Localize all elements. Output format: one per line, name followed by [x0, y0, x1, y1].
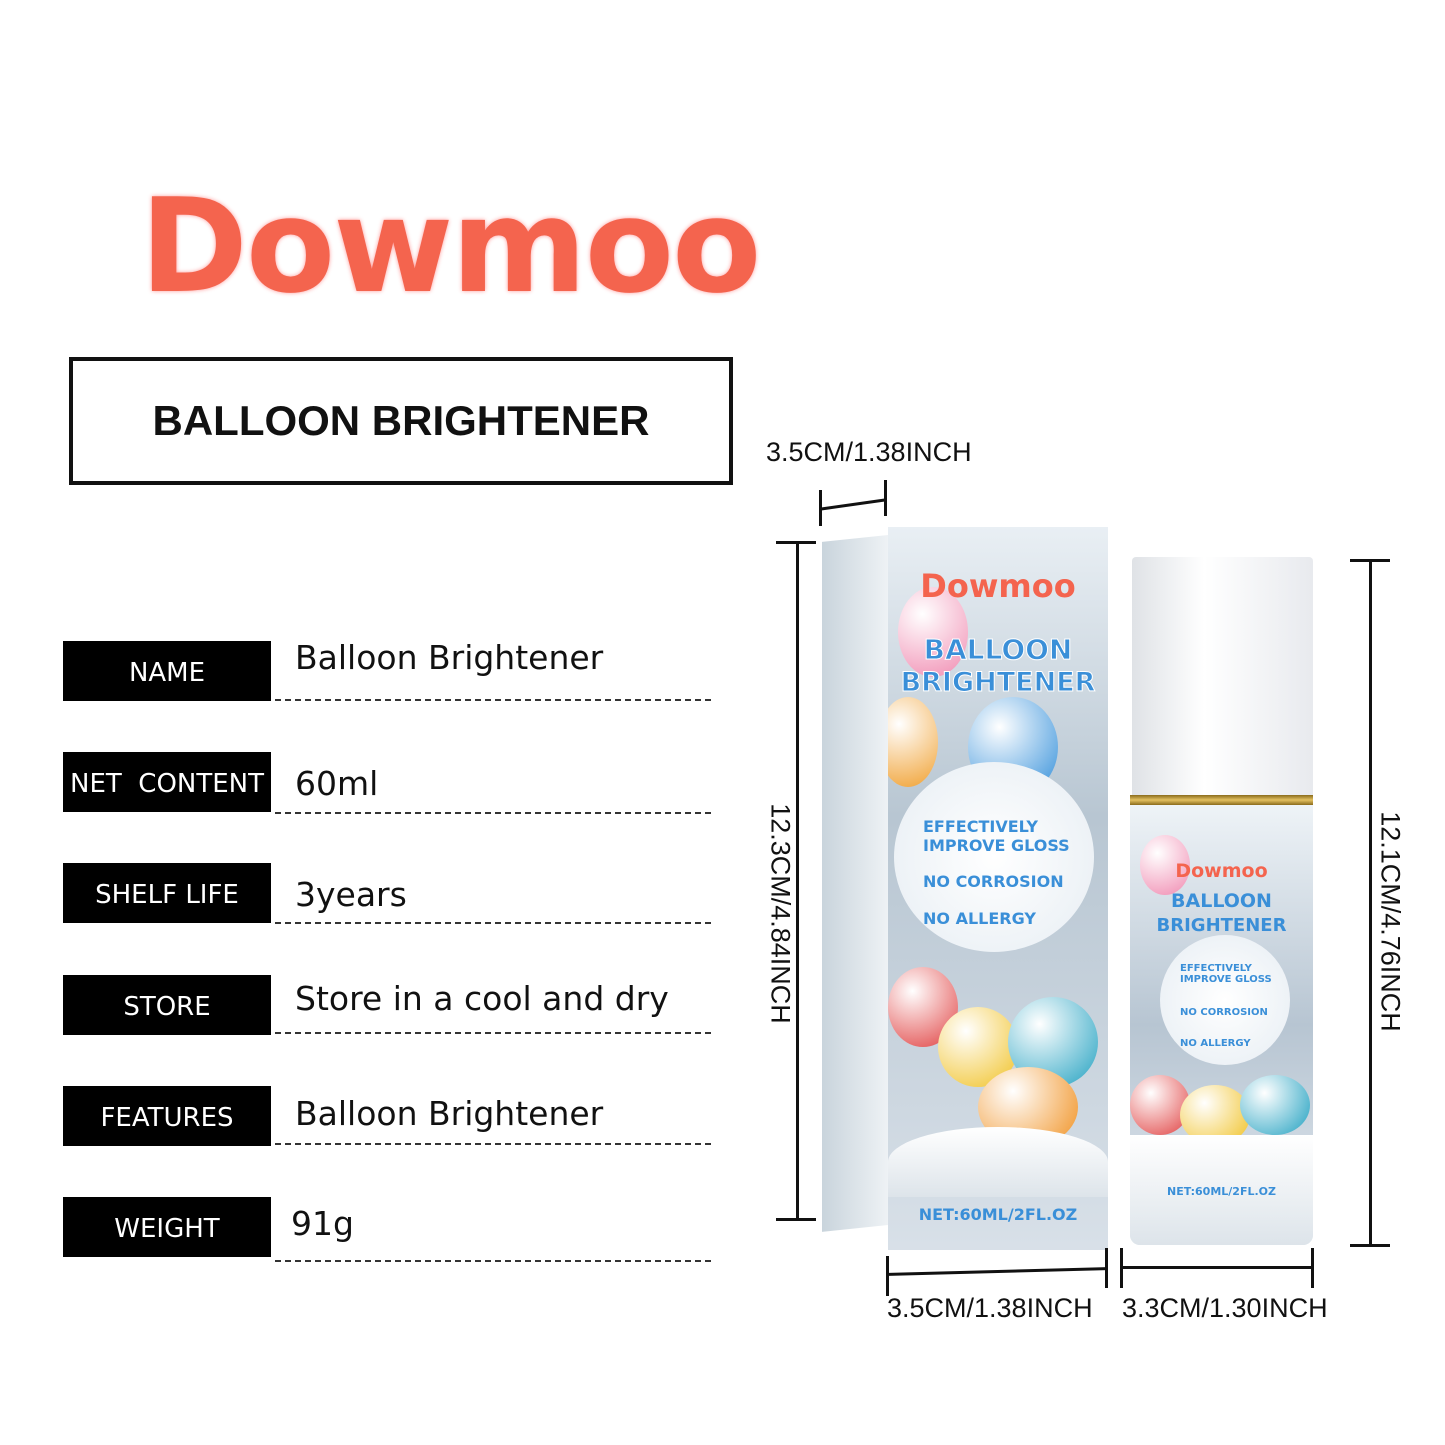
dimension-line	[887, 1267, 1108, 1276]
bottle-feature: NO ALLERGY	[1180, 1038, 1251, 1049]
dimension-tick	[1311, 1248, 1314, 1288]
divider	[275, 1032, 711, 1034]
bottle-brand: Dowmoo	[1175, 860, 1268, 882]
bottle-title-line2: BRIGHTENER	[1156, 915, 1287, 936]
spec-label-net-content: NET CONTENT	[63, 752, 271, 812]
spec-value-shelf-life: 3years	[295, 875, 407, 914]
dimension-tick	[819, 490, 822, 526]
dimension-line	[820, 498, 886, 511]
dimension-tick	[1120, 1248, 1123, 1288]
spec-value-net-content: 60ml	[295, 764, 379, 803]
package-brand: Dowmoo	[920, 567, 1076, 605]
bottle-ring	[1130, 795, 1313, 805]
dimension-line	[796, 542, 799, 1220]
dimension-line	[1122, 1266, 1313, 1269]
divider	[275, 699, 711, 701]
bottle-body: Dowmoo BALLOON BRIGHTENER EFFECTIVELY IM…	[1130, 805, 1313, 1245]
spec-value-name: Balloon Brightener	[295, 638, 604, 677]
spec-value-features: Balloon Brightener	[295, 1094, 604, 1133]
box-depth-label: 3.5CM/1.38INCH	[766, 437, 972, 467]
package-title-line2: BRIGHTENER	[900, 667, 1096, 699]
spec-label-weight: WEIGHT	[63, 1197, 271, 1257]
package-feature: NO CORROSION	[923, 872, 1064, 891]
package-net: NET:60ML/2FL.OZ	[918, 1205, 1078, 1224]
bottle-width-label: 3.3CM/1.30INCH	[1122, 1293, 1328, 1323]
divider	[275, 1260, 711, 1262]
spec-label-name: NAME	[63, 641, 271, 701]
package-title-line1: BALLOON	[923, 633, 1073, 667]
box-height-label: 12.3CM/4.84INCH	[765, 803, 796, 1024]
spec-label-features: FEATURES	[63, 1086, 271, 1146]
dimension-tick	[886, 1256, 889, 1296]
package-feature: EFFECTIVELY IMPROVE GLOSS	[923, 817, 1070, 855]
package-box-side	[822, 535, 888, 1232]
dimension-tick	[1105, 1248, 1108, 1288]
box-width-label: 3.5CM/1.38INCH	[887, 1293, 1093, 1323]
bottle-net: NET:60ML/2FL.OZ	[1167, 1185, 1276, 1198]
bottle-feature: NO CORROSION	[1180, 1007, 1268, 1018]
dimension-tick	[776, 1218, 816, 1221]
product-title: BALLOON BRIGHTENER	[69, 357, 733, 485]
brand-logo: Dowmoo	[140, 170, 761, 322]
spec-value-weight: 91g	[291, 1204, 354, 1243]
dimension-tick	[1350, 1244, 1390, 1247]
dimension-tick	[884, 480, 887, 516]
spec-value-store: Store in a cool and dry	[295, 979, 669, 1018]
package-box-front: Dowmoo BALLOON BRIGHTENER EFFECTIVELY IM…	[888, 527, 1108, 1250]
dimension-tick	[776, 541, 816, 544]
package-feature: NO ALLERGY	[923, 909, 1036, 928]
dimension-tick	[1350, 559, 1390, 562]
divider	[275, 812, 711, 814]
bottle-feature: EFFECTIVELY IMPROVE GLOSS	[1180, 963, 1272, 985]
spec-label-shelf-life: SHELF LIFE	[63, 863, 271, 923]
divider	[275, 1143, 711, 1145]
spec-label-store: STORE	[63, 975, 271, 1035]
dimension-line	[1369, 560, 1372, 1246]
bottle-title-line1: BALLOON	[1171, 890, 1272, 912]
divider	[275, 922, 711, 924]
bottle-cap	[1132, 557, 1313, 795]
bottle-height-label: 12.1CM/4.76INCH	[1375, 811, 1406, 1032]
